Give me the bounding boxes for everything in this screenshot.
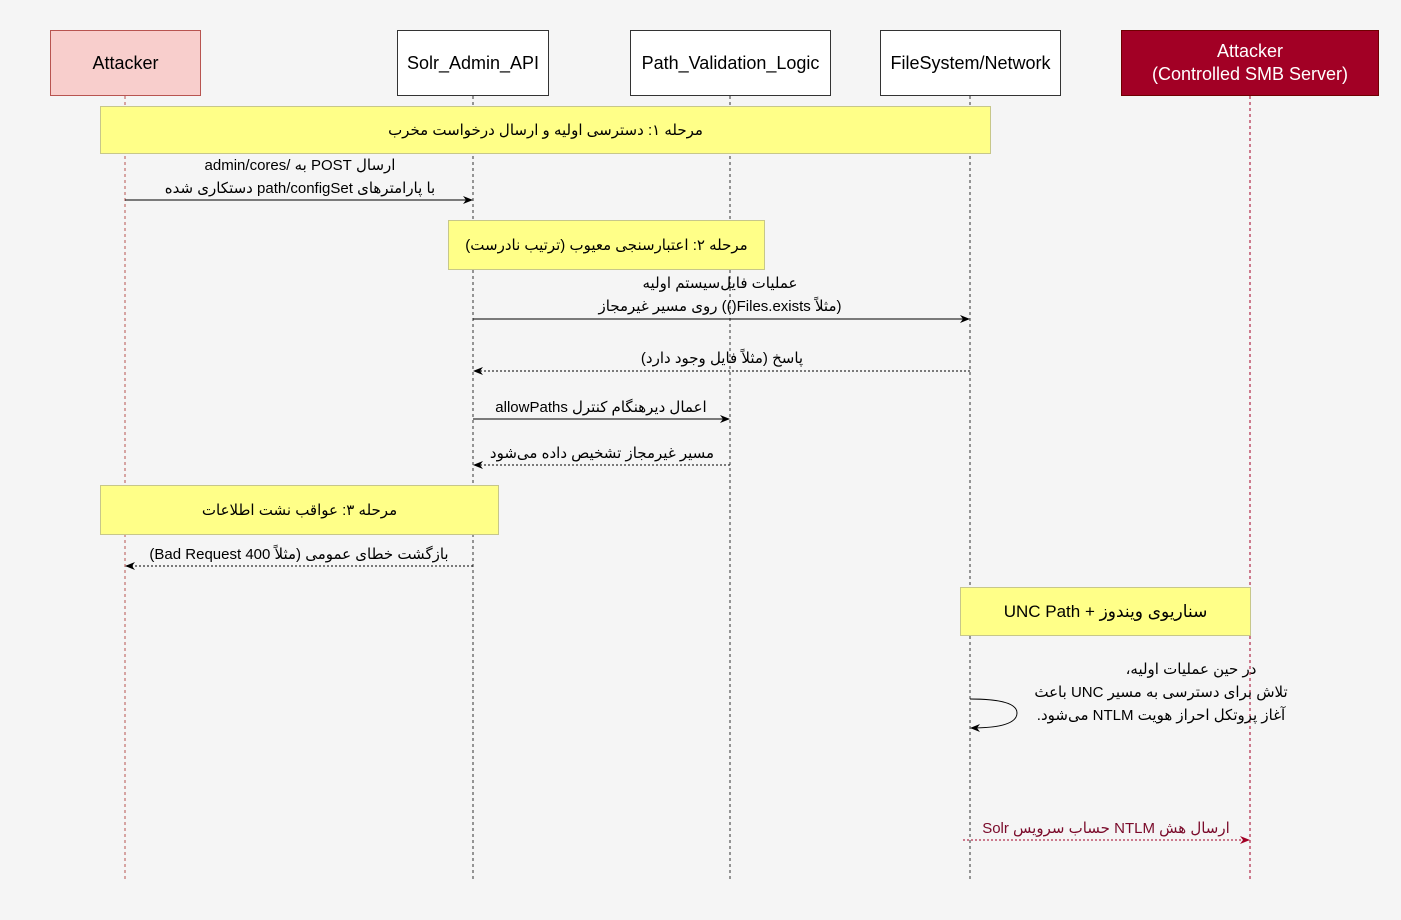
note-phase-2: مرحله ۲: اعتبارسنجی معیوب (ترتیب نادرست) [448,220,765,270]
label-post-request-line2: با پارامترهای path/configSet دستکاری شده [164,180,436,197]
label-self-unc-line1: در حین عملیات اولیه، [1125,661,1257,678]
label-fs-response: پاسخ (مثلاً فایل وجود دارد) [640,350,804,367]
label-filesystem-op-line1: عملیات فایل‌سیستم اولیه [642,275,798,292]
participant-filesystem-label: FileSystem/Network [890,52,1051,73]
participant-attacker-label: Attacker [92,52,159,73]
label-post-request: ارسال POST به /admin/cores با پارامترهای… [145,154,455,200]
arrow-self-unc [969,698,1018,732]
note-unc-scenario: سناریوی ویندوز + UNC Path [960,587,1251,636]
note-phase-1: مرحله ۱: دسترسی اولیه و ارسال درخواست مخ… [100,106,991,154]
label-self-unc: در حین عملیات اولیه، تلاش برای دسترسی به… [1010,658,1312,727]
label-ntlm-leak: ارسال هش NTLM حساب سرویس Solr [982,820,1230,837]
participant-attacker: Attacker [50,30,201,96]
label-self-unc-line2: تلاش برای دسترسی به مسیر UNC باعث [1034,684,1288,701]
label-error-return: بازگشت خطای عمومی (مثلاً 400 Bad Request… [149,546,449,563]
label-unauthorized-detected: مسیر غیرمجاز تشخیص داده می‌شود [489,445,715,462]
label-post-request-line1: ارسال POST به /admin/cores [204,157,396,174]
label-self-unc-line3: آغاز پروتکل احراز هویت NTLM می‌شود. [1036,707,1286,724]
participant-filesystem: FileSystem/Network [880,30,1061,96]
participant-solr-admin-api: Solr_Admin_API [397,30,549,96]
label-filesystem-op-line2: (مثلاً Files.exists()) روی مسیر غیرمجاز [598,298,842,315]
participant-smb-server: Attacker (Controlled SMB Server) [1121,30,1379,96]
participant-solr-admin-api-label: Solr_Admin_API [406,52,540,73]
label-filesystem-op: عملیات فایل‌سیستم اولیه (مثلاً Files.exi… [560,272,880,318]
participant-smb-server-label: Attacker (Controlled SMB Server) [1151,41,1349,84]
participant-path-validation-label: Path_Validation_Logic [641,52,820,73]
participant-path-validation: Path_Validation_Logic [630,30,831,96]
note-phase-3: مرحله ۳: عواقب نشت اطلاعات [100,485,499,535]
label-allowpaths: اعمال دیرهنگام کنترل allowPaths [495,399,707,416]
